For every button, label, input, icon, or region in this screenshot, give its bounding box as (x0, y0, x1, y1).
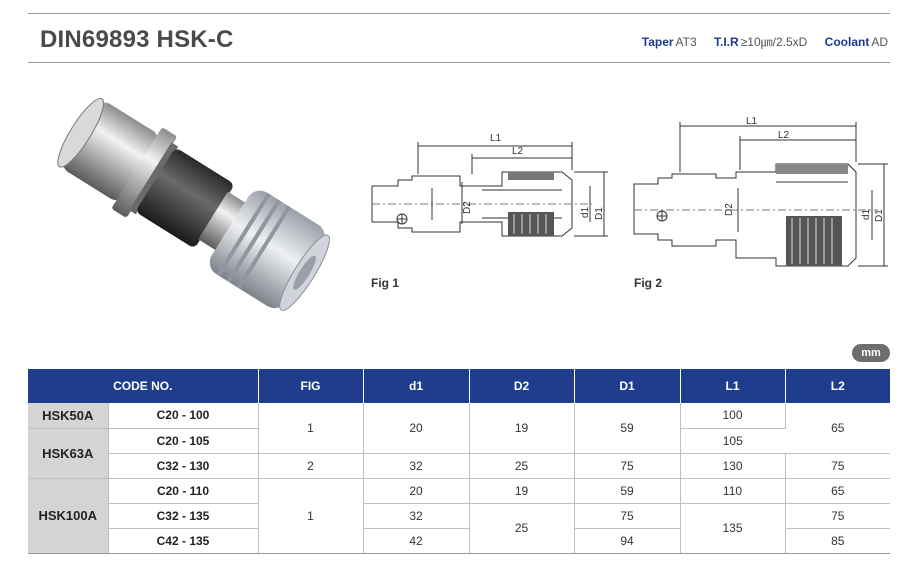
group-hsk100a: HSK100A (28, 478, 109, 554)
spec-key-coolant: Coolant (824, 35, 870, 49)
L2-cell: 85 (785, 528, 890, 554)
L1-cell: 130 (680, 453, 786, 479)
fig1-L1-label: L1 (490, 133, 502, 144)
spec-value-tir: ≥10㎛/2.5xD (740, 35, 808, 49)
spec-table: CODE NO. FIG d1 D2 D1 L1 L2 HSK50A C20 -… (28, 369, 890, 554)
table-row: C32 - 135 32 25 75 135 75 (28, 503, 890, 554)
table-row: C32 - 130 2 32 25 75 130 75 (28, 453, 890, 479)
code-cell: C20 - 110 (108, 478, 259, 504)
header-fig: FIG (258, 369, 364, 403)
L2-cell: 75 (785, 503, 890, 529)
tool-holder-image (57, 97, 330, 311)
header-code-no: CODE NO. (28, 369, 259, 403)
page-title: DIN69893 HSK-C (40, 26, 234, 53)
spec-key-tir: T.I.R (714, 35, 739, 49)
D2-cell: 25 (469, 453, 575, 479)
fig2-D1-label: D1 (874, 209, 885, 222)
L1-cell: 100 (680, 403, 786, 429)
code-cell: C32 - 130 (108, 453, 259, 479)
d1-cell: 20 (363, 478, 470, 504)
d1-cell: 20 (363, 403, 470, 454)
D2-cell: 25 (469, 503, 575, 554)
D2-cell: 19 (469, 403, 575, 454)
table-header-row: CODE NO. FIG d1 D2 D1 L1 L2 (28, 369, 890, 403)
table-row: HSK63A C20 - 105 105 (28, 428, 890, 479)
d1-cell: 32 (363, 453, 470, 479)
group-hsk50a: HSK50A (28, 403, 109, 429)
table-row: HSK100A C20 - 110 1 20 19 59 110 65 (28, 478, 890, 554)
D1-cell: 59 (574, 403, 681, 454)
header-L1: L1 (680, 369, 786, 403)
fig-cell: 2 (258, 453, 364, 479)
spec-key-taper: Taper (641, 35, 674, 49)
fig2-L2-label: L2 (778, 130, 790, 141)
header-D1: D1 (574, 369, 681, 403)
title-rule (28, 62, 890, 63)
table-row: HSK50A C20 - 100 1 20 19 59 100 65 (28, 403, 890, 454)
code-cell: C20 - 105 (108, 428, 259, 454)
code-cell: C32 - 135 (108, 503, 259, 529)
L2-cell: 65 (785, 478, 890, 504)
fig2-caption: Fig 2 (634, 276, 663, 290)
fig1-L2-label: L2 (512, 146, 524, 157)
code-cell: C42 - 135 (108, 528, 259, 554)
L2-cell: 75 (785, 453, 890, 479)
top-rule (28, 13, 890, 14)
L1-cell: 105 (680, 428, 785, 454)
L1-cell: 135 (680, 503, 786, 554)
fig1-drawing: L1 L2 D2 d1 D1 (371, 133, 608, 237)
spec-value-taper: AT3 (675, 35, 697, 49)
fig-cell: 1 (258, 478, 364, 554)
D1-cell: 59 (574, 478, 681, 504)
L1-cell: 110 (680, 478, 786, 504)
fig-cell: 1 (258, 403, 364, 454)
spec-value-coolant: AD (871, 35, 888, 49)
fig1-caption: Fig 1 (371, 276, 400, 290)
bottom-rule (28, 553, 890, 554)
D2-cell: 19 (469, 478, 575, 504)
fig1-D1-label: D1 (594, 207, 605, 220)
group-hsk63a: HSK63A (28, 428, 109, 479)
unit-badge: mm (852, 344, 890, 362)
D1-cell: 75 (574, 453, 681, 479)
table-row: C42 - 135 42 94 85 (28, 528, 890, 554)
header-d1: d1 (363, 369, 470, 403)
fig2-d1-label: d1 (861, 208, 872, 220)
header-D2: D2 (469, 369, 575, 403)
fig1-d1-label: d1 (580, 206, 591, 218)
fig2-drawing: L1 L2 D2 d1 D1 (633, 116, 888, 267)
fig2-L1-label: L1 (746, 116, 758, 127)
code-cell: C20 - 100 (108, 403, 259, 429)
d1-cell: 42 (363, 528, 470, 554)
D1-cell: 75 (574, 503, 681, 529)
D1-cell: 94 (574, 528, 681, 554)
L2-cell: 65 (785, 403, 890, 454)
d1-cell: 32 (363, 503, 470, 529)
fig2-D2-label: D2 (724, 203, 735, 216)
fig1-D2-label: D2 (462, 201, 473, 214)
header-L2: L2 (785, 369, 890, 403)
